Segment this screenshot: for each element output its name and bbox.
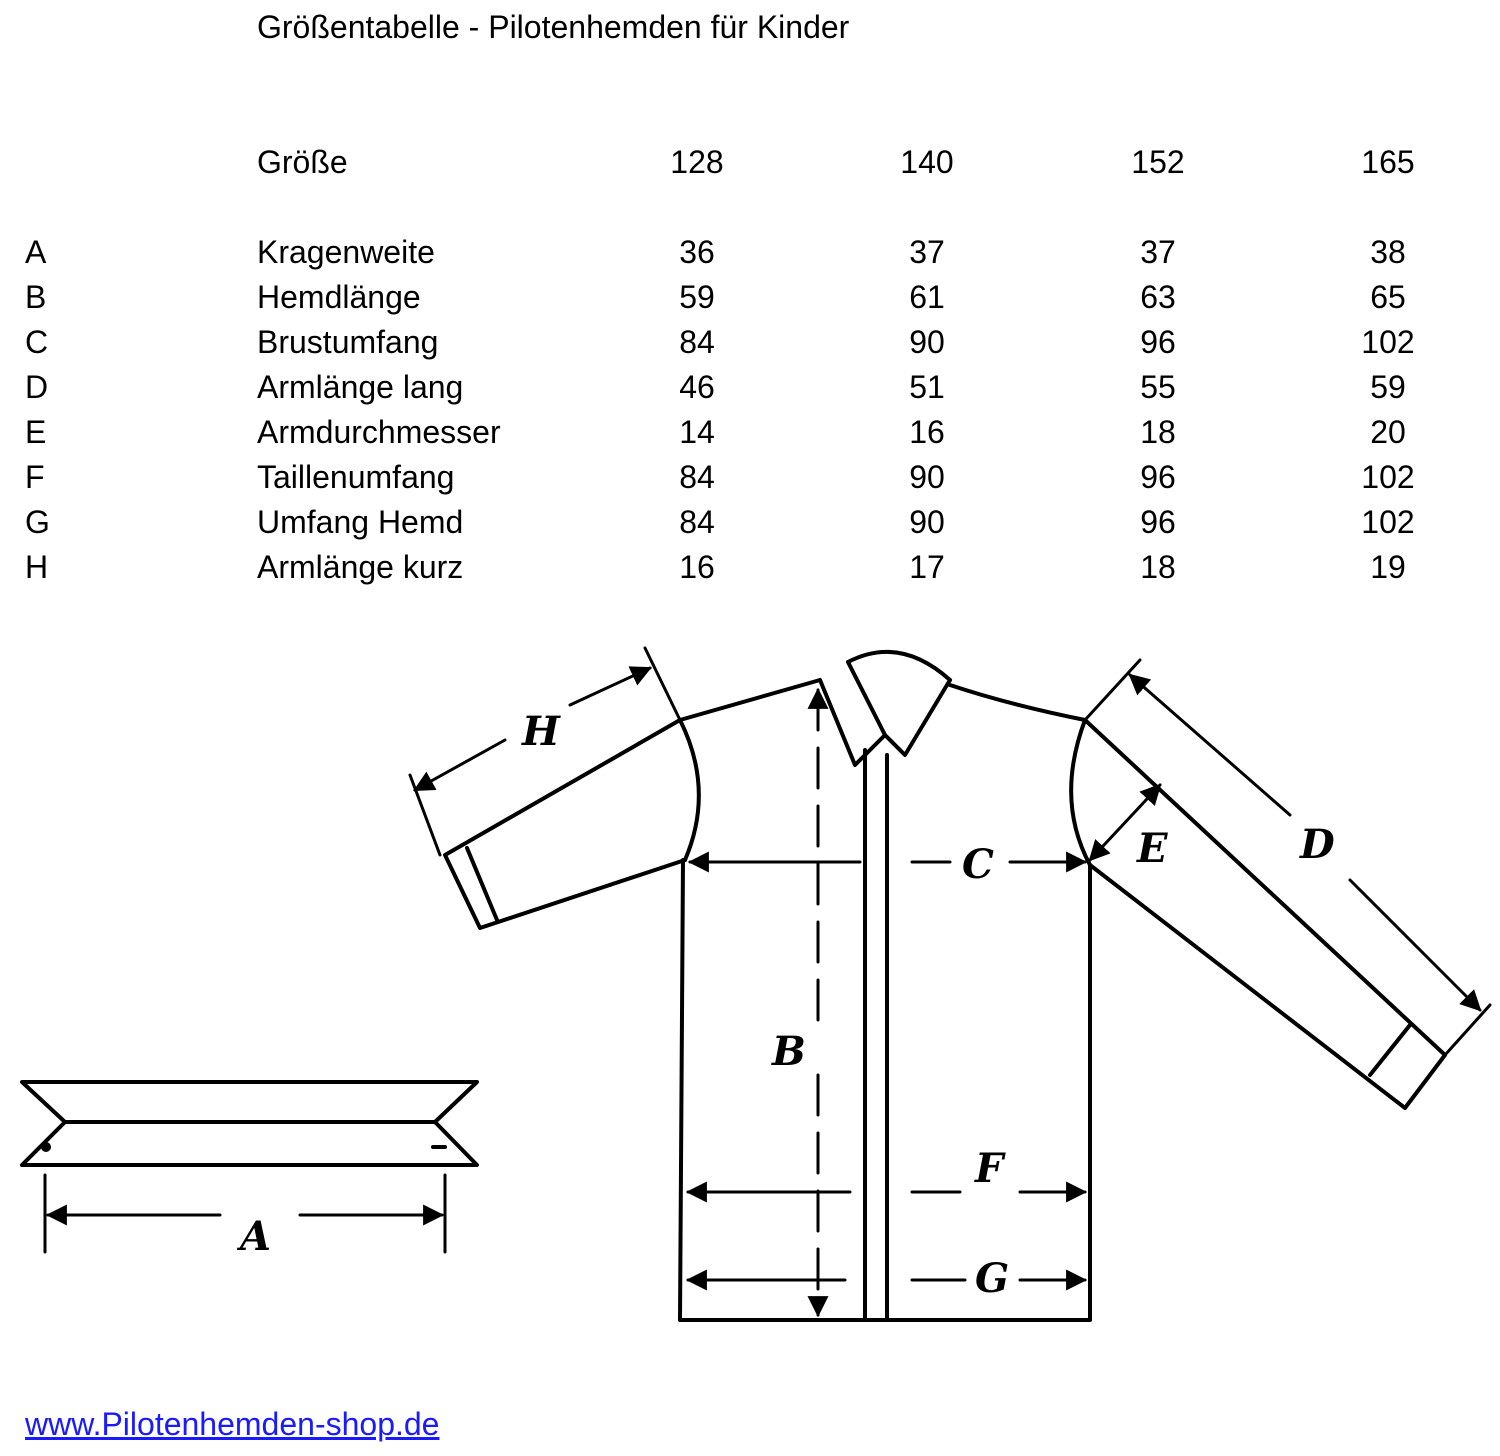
row-measurement-name: Armlänge kurz — [257, 549, 464, 585]
row-value: 96 — [1140, 459, 1176, 495]
shop-link[interactable]: www.Pilotenhemden-shop.de — [25, 1406, 440, 1442]
row-letter: G — [25, 504, 50, 540]
row-value: 96 — [1140, 504, 1176, 540]
shirt-outline — [443, 649, 1447, 1322]
row-letter: F — [25, 459, 45, 495]
page-title: Größentabelle - Pilotenhemden für Kinder — [257, 9, 850, 45]
row-value: 59 — [1370, 369, 1406, 405]
size-header-label: Größe — [257, 144, 348, 180]
label-f: F — [974, 1145, 1006, 1192]
dimension-lines — [43, 646, 1492, 1315]
row-letter: C — [25, 324, 49, 360]
row-value: 51 — [909, 369, 945, 405]
row-measurement-name: Kragenweite — [257, 234, 435, 270]
row-value: 55 — [1140, 369, 1176, 405]
row-measurement-name: Hemdlänge — [257, 279, 421, 315]
row-measurement-name: Brustumfang — [257, 324, 439, 360]
row-measurement-name: Umfang Hemd — [257, 504, 464, 540]
row-value: 18 — [1140, 414, 1176, 450]
row-letter: A — [25, 234, 47, 270]
row-letter: E — [25, 414, 47, 450]
row-value: 90 — [909, 459, 945, 495]
row-measurement-name: Armlänge lang — [257, 369, 464, 405]
row-value: 36 — [679, 234, 715, 270]
row-value: 16 — [909, 414, 945, 450]
size-header: 165 — [1361, 144, 1415, 180]
row-value: 63 — [1140, 279, 1176, 315]
row-value: 17 — [909, 549, 945, 585]
row-value: 20 — [1370, 414, 1406, 450]
row-value: 46 — [679, 369, 715, 405]
label-d: D — [1299, 821, 1335, 868]
row-value: 18 — [1140, 549, 1176, 585]
label-h: H — [521, 708, 561, 755]
row-value: 84 — [679, 324, 715, 360]
row-value: 90 — [909, 324, 945, 360]
row-letter: D — [25, 369, 49, 405]
row-value: 38 — [1370, 234, 1406, 270]
row-value: 16 — [679, 549, 715, 585]
row-measurement-name: Taillenumfang — [257, 459, 455, 495]
row-letter: B — [25, 279, 47, 315]
row-value: 102 — [1361, 504, 1415, 540]
collar-piece — [20, 1080, 479, 1167]
size-header: 128 — [670, 144, 724, 180]
label-b: B — [771, 1028, 806, 1075]
row-value: 37 — [1140, 234, 1176, 270]
row-value: 84 — [679, 504, 715, 540]
row-value: 102 — [1361, 324, 1415, 360]
row-value: 19 — [1370, 549, 1406, 585]
row-measurement-name: Armdurchmesser — [257, 414, 501, 450]
row-value: 84 — [679, 459, 715, 495]
size-header: 140 — [900, 144, 954, 180]
row-letter: H — [25, 549, 49, 585]
row-value: 102 — [1361, 459, 1415, 495]
label-g: G — [975, 1255, 1009, 1302]
row-value: 65 — [1370, 279, 1406, 315]
size-header: 152 — [1131, 144, 1185, 180]
row-value: 37 — [909, 234, 945, 270]
row-value: 61 — [909, 279, 945, 315]
row-value: 14 — [679, 414, 715, 450]
row-value: 90 — [909, 504, 945, 540]
label-e: E — [1136, 825, 1168, 872]
label-c: C — [962, 841, 994, 888]
row-value: 59 — [679, 279, 715, 315]
label-a: A — [236, 1213, 271, 1260]
row-value: 96 — [1140, 324, 1176, 360]
